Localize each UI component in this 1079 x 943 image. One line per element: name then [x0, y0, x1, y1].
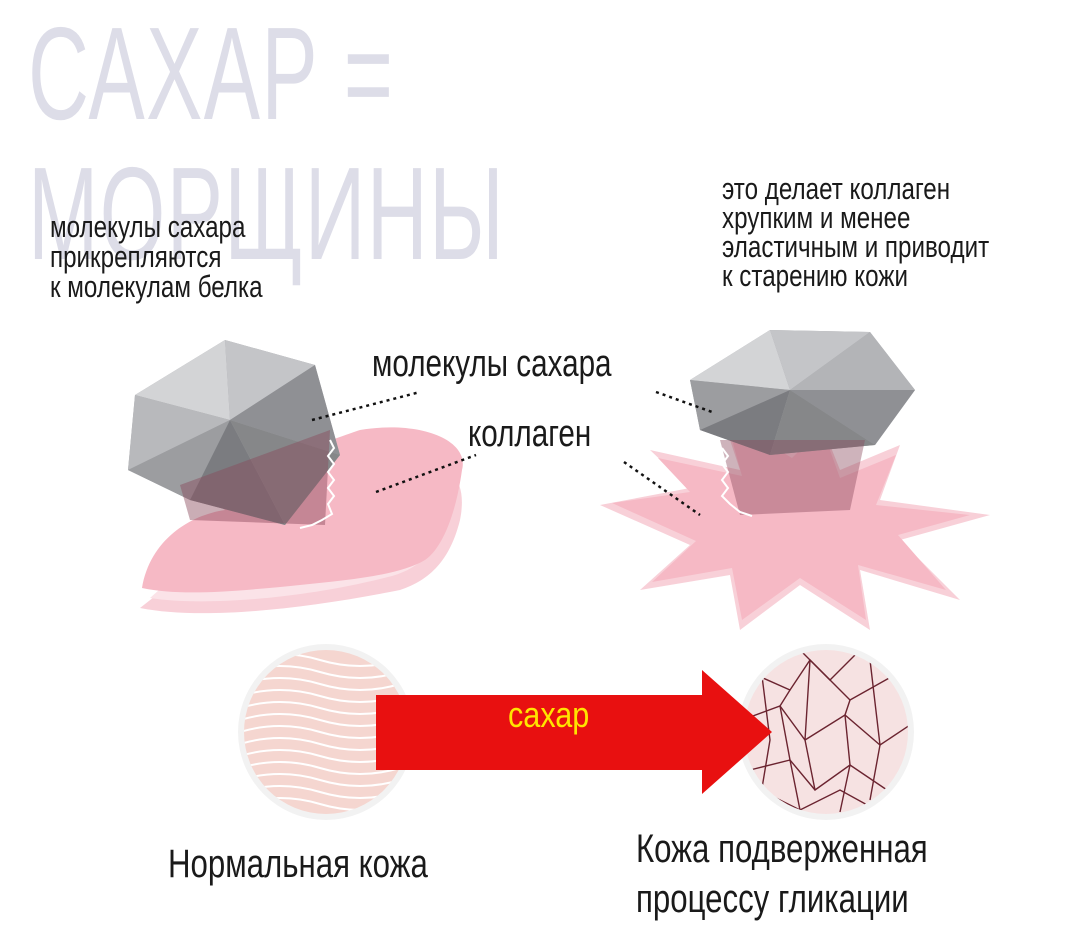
caption-normal-skin: Нормальная кожа: [168, 842, 428, 886]
arrow-shape: [376, 670, 772, 794]
leader-sugar-left: [311, 390, 421, 422]
leader-collagen-right: [623, 460, 701, 517]
label-sugar-molecules: молекулы сахара: [372, 343, 612, 385]
note-collagen-effect: это делает коллаген хрупким и менее элас…: [722, 171, 990, 293]
sugar-molecule-left: [128, 340, 340, 529]
sugar-molecule-right: [690, 330, 915, 517]
label-collagen: коллаген: [468, 413, 592, 455]
leader-sugar-right: [655, 390, 713, 414]
arrow-label-sugar: сахар: [508, 694, 590, 735]
leader-lines: [311, 390, 713, 517]
collagen-ribbon-intact: [140, 427, 463, 614]
note-sugar-attaches: молекулы сахара прикрепляются к молекула…: [50, 209, 263, 304]
sugar-arrow: [376, 670, 772, 794]
collagen-shattered: [600, 410, 990, 630]
glycated-skin-texture: [738, 644, 914, 820]
page-title: САХАР = МОРЩИНЫ: [28, 0, 506, 287]
caption-glycated-skin: Кожа подверженная процессу гликации: [636, 827, 928, 921]
